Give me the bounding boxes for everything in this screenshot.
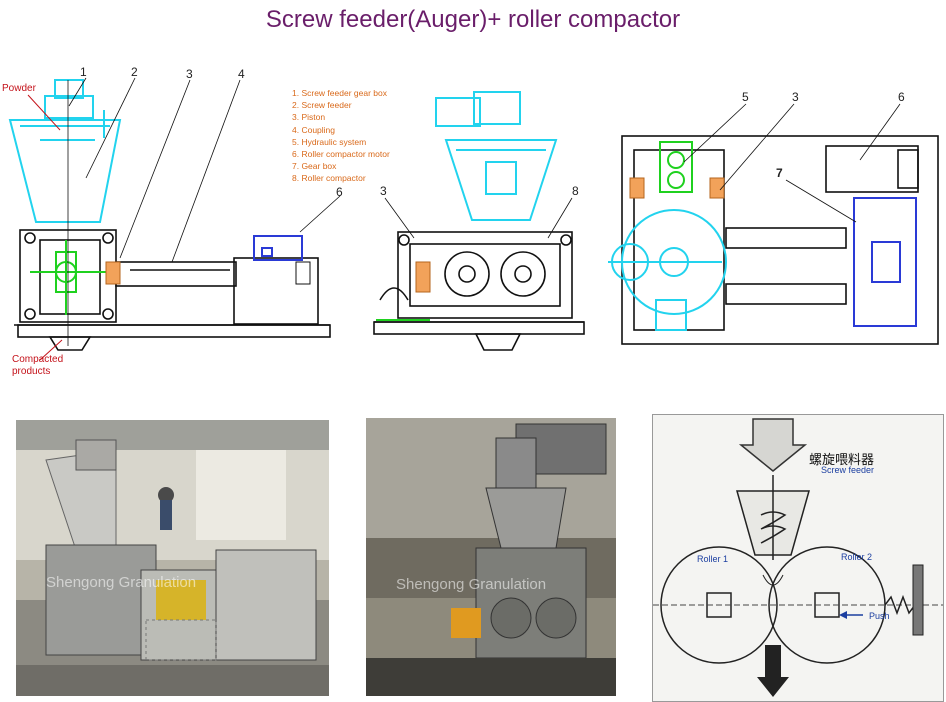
factory-photo-2: Shengong Granulation — [366, 418, 616, 696]
top-callout-3: 3 — [792, 90, 799, 104]
page-title: Screw feeder(Auger)+ roller compactor — [265, 6, 681, 33]
factory-photo-1: Shengong Granulation — [16, 420, 329, 696]
scheme-chinese-label: 螺旋喂料器 — [809, 452, 875, 467]
photo2-watermark: Shengong Granulation — [396, 576, 547, 593]
photo1-watermark: Shengong Granulation — [46, 574, 197, 591]
powder-label: Powder — [2, 83, 36, 94]
front-callout-8: 8 — [572, 184, 579, 198]
top-callout-6: 6 — [898, 90, 905, 104]
top-callout-5: 5 — [742, 90, 749, 104]
legend-item: 7. Gear box — [292, 161, 337, 172]
output-label: Compacted products — [12, 354, 64, 377]
legend-item: 8. Roller compactor — [292, 173, 366, 184]
scheme-screw-label: Screw feeder — [821, 465, 875, 475]
front-callout-3: 3 — [380, 184, 387, 198]
legend-item: 2. Screw feeder — [292, 100, 352, 111]
callout-1: 1 — [80, 65, 87, 79]
scheme-push-label: Push — [869, 611, 890, 621]
legend-item: 5. Hydraulic system — [292, 136, 367, 147]
scheme-roller2-label: Roller 2 — [841, 552, 873, 562]
parts-legend: 1. Screw feeder gear box 2. Screw feeder… — [292, 87, 390, 185]
callout-4: 4 — [238, 67, 245, 81]
callout-6: 6 — [336, 185, 343, 199]
legend-item: 3. Piston — [292, 112, 326, 123]
top-callout-7: 7 — [776, 166, 783, 180]
callout-2: 2 — [131, 65, 138, 79]
legend-item: 4. Coupling — [292, 124, 336, 135]
legend-item: 6. Roller compactor motor — [292, 149, 390, 160]
callout-3: 3 — [186, 67, 193, 81]
legend-item: 1. Screw feeder gear box — [292, 88, 387, 98]
working-principle-scheme: 螺旋喂料器 Screw feeder Roller 1 Roller 2 Pus… — [652, 414, 944, 702]
scheme-roller1-label: Roller 1 — [697, 554, 729, 564]
